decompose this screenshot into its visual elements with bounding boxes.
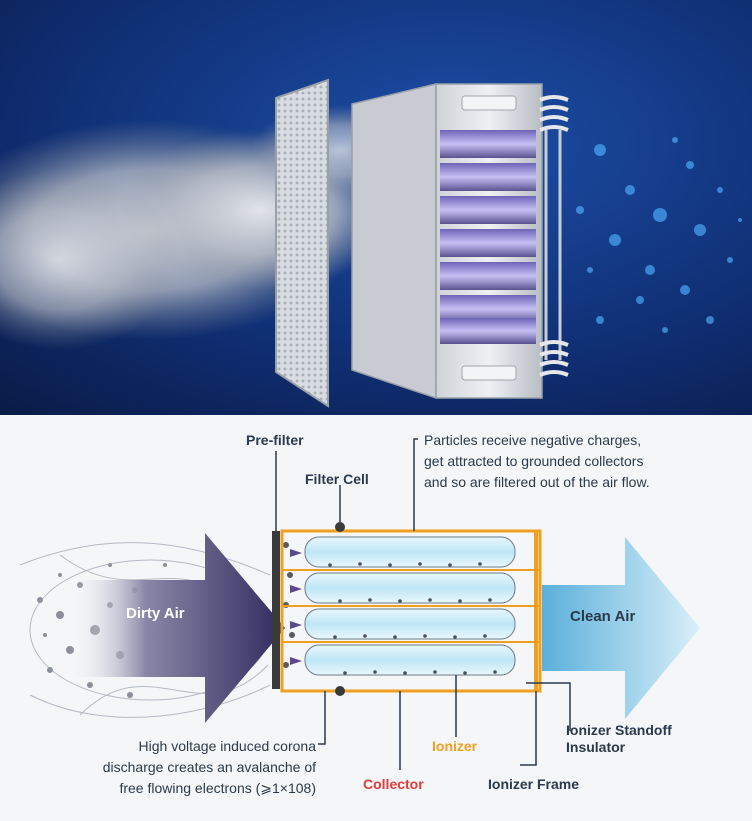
ionizer-standoff-label-line1: Ionizer Standoff: [566, 722, 672, 738]
ionizer-rods: [544, 130, 562, 360]
clean-air-arrow: [542, 537, 700, 719]
clean-air-label: Clean Air: [570, 608, 636, 625]
corona-text-line2: discharge creates an avalanche of: [102, 759, 316, 775]
inlet-arrows: [290, 549, 302, 665]
leader-lines: [275, 438, 571, 770]
dirty-air-label: Dirty Air: [126, 605, 185, 622]
filter-photo-illustration: [0, 0, 752, 415]
pre-filter-label: Pre-filter: [246, 432, 304, 448]
ionizer-frame-label: Ionizer Frame: [488, 776, 580, 792]
schematic-diagram: [0, 415, 752, 821]
ionizer-wires: [282, 569, 540, 643]
collector-tubes: [304, 536, 516, 676]
collected-particles: [328, 562, 497, 675]
dirty-air-arrow: [70, 533, 285, 723]
collector-plates: [440, 130, 536, 344]
ionizer-frame: [280, 529, 542, 693]
collector-label: Collector: [363, 776, 424, 792]
particles-text-line3: and so are filtered out of the air flow.: [424, 474, 650, 490]
ionizer-standoff-label-line2: Insulator: [566, 739, 626, 755]
corona-text-line1: High voltage induced corona: [138, 738, 316, 754]
pre-filter-panel: [275, 78, 329, 408]
bokeh-particles: [576, 137, 742, 333]
ionizer-label: Ionizer: [432, 738, 478, 754]
standoff-insulators: [539, 95, 569, 377]
corona-text-line3: free flowing electrons (⩾1×108): [119, 780, 316, 796]
pre-filter-strip: [272, 531, 280, 689]
filter-cell-label: Filter Cell: [305, 471, 369, 487]
particles-text-line2: get attracted to grounded collectors: [424, 453, 644, 469]
particles-text-line1: Particles receive negative charges,: [424, 432, 642, 448]
